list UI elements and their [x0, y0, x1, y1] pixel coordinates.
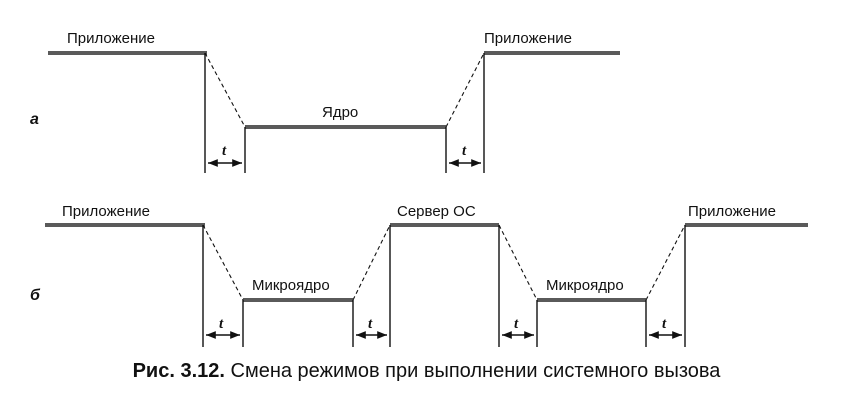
row-a-app-label-1: Приложение [67, 30, 155, 47]
row-b-interval-label-3: t [514, 316, 519, 332]
figure-caption: Рис. 3.12. Смена режимов при выполнении … [0, 360, 853, 383]
row-b-os-server-label: Сервер ОС [397, 203, 476, 220]
row-a-transition-1: t [204, 52, 246, 173]
row-b-interval-label-1: t [219, 316, 224, 332]
row-a-levels [48, 51, 620, 129]
row-b-microkernel-label-2: Микроядро [546, 277, 624, 294]
row-b-transition-1: t [202, 224, 244, 347]
row-a-letter: а [30, 111, 39, 128]
row-b-interval-label-4: t [662, 316, 667, 332]
row-b-letter: б [30, 287, 41, 304]
row-a-interval-label-2: t [462, 143, 467, 159]
row-b-transition-4: t [645, 224, 686, 347]
caption-number: Рис. 3.12. [132, 360, 225, 382]
row-b-levels [45, 223, 808, 302]
row-b-transition-2: t [352, 224, 391, 347]
row-a-kernel-label: Ядро [322, 104, 358, 121]
row-b-app-label-1: Приложение [62, 203, 150, 220]
row-a-transition-2: t [445, 52, 485, 173]
caption-text: Смена режимов при выполнении системного … [230, 360, 721, 382]
row-b-interval-label-2: t [368, 316, 373, 332]
row-b-transition-3: t [498, 224, 538, 347]
row-b-microkernel-label-1: Микроядро [252, 277, 330, 294]
row-a-interval-label-1: t [222, 143, 227, 159]
row-a-app-label-2: Приложение [484, 30, 572, 47]
row-b-app-label-2: Приложение [688, 203, 776, 220]
